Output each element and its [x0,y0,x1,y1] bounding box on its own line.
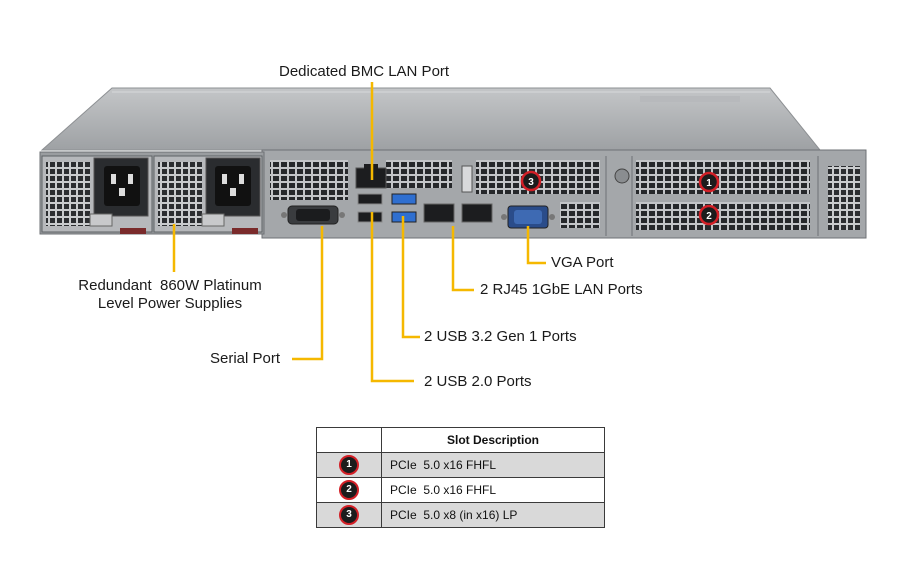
table-row: 1 PCIe 5.0 x16 FHFL [316,452,605,478]
table-header-blank [316,427,382,453]
leader-lines [172,82,546,383]
slot-desc-3: PCIe 5.0 x8 (in x16) LP [381,502,605,528]
rj45-port-2 [461,203,493,223]
slot-desc-1: PCIe 5.0 x16 FHFL [381,452,605,478]
usb2-port-2 [357,211,383,223]
usb2-port-1 [357,193,383,205]
callout-serial: Serial Port [210,350,281,367]
vga-port [501,205,555,229]
callout-vga: VGA Port [551,254,614,271]
power-supply-1 [41,155,153,234]
slot-badge-2: 2 [339,480,359,500]
callout-rj45: 2 RJ45 1GbE LAN Ports [480,281,643,298]
table-header-row: Slot Description [316,427,605,453]
callout-psu-line2: Level Power Supplies [97,295,243,312]
svg-text:1: 1 [706,178,712,189]
callout-psu: Redundant 860W Platinum Level Power Supp… [62,277,278,313]
table-row: 2 PCIe 5.0 x16 FHFL [316,477,605,503]
slot-badge-1-chassis: 1 [698,171,720,193]
power-supply-2 [153,155,263,234]
usb3-port-1 [391,193,417,205]
table-header-slot-description: Slot Description [381,427,605,453]
serial-port [281,205,345,225]
leader-vga [526,226,546,265]
slot-badge-3-chassis: 3 [520,170,542,192]
callout-usb3: 2 USB 3.2 Gen 1 Ports [424,328,577,345]
callout-usb2: 2 USB 2.0 Ports [424,373,532,390]
slot-badge-3: 3 [339,505,359,525]
table-row: 3 PCIe 5.0 x8 (in x16) LP [316,502,605,528]
callout-bmc-lan: Dedicated BMC LAN Port [279,63,450,80]
slot-description-table: Slot Description 1 PCIe 5.0 x16 FHFL 2 P… [316,427,605,528]
svg-text:2: 2 [706,211,712,222]
leader-usb2 [370,212,414,383]
leader-rj45 [451,226,474,292]
slot-desc-2: PCIe 5.0 x16 FHFL [381,477,605,503]
leader-serial [292,226,324,361]
leader-usb3 [401,216,420,339]
slot-badge-2-chassis: 2 [698,204,720,226]
slot-badge-1: 1 [339,455,359,475]
callout-psu-line1: Redundant 860W Platinum [78,277,262,294]
rj45-port-1 [423,203,455,223]
svg-text:3: 3 [528,177,534,188]
